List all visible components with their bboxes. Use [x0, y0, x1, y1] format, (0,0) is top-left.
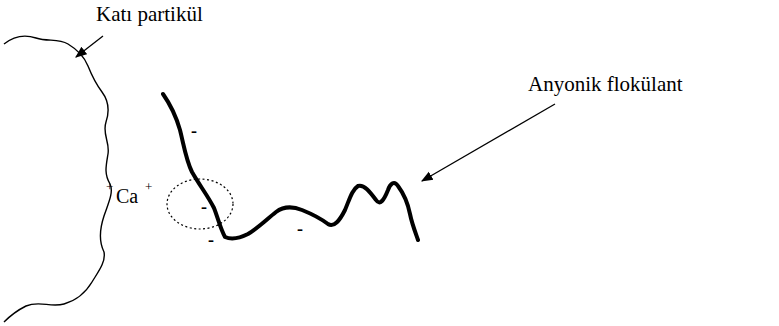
leader-arrow — [76, 36, 103, 57]
charge-sign: + — [145, 180, 152, 193]
charge-sign: - — [208, 231, 214, 249]
charge-sign: - — [191, 122, 197, 140]
charge-sign: + — [106, 180, 113, 193]
solid-particle-outline — [4, 36, 111, 322]
leader-arrow — [422, 104, 555, 181]
ion-symbol: Ca — [116, 186, 138, 206]
anionic-flocculant-chain — [163, 94, 418, 240]
charge-sign: - — [297, 220, 303, 238]
part-label: Katı partikül — [96, 4, 203, 25]
part-label: Anyonik flokülant — [528, 74, 683, 95]
charge-sign: - — [201, 198, 207, 216]
